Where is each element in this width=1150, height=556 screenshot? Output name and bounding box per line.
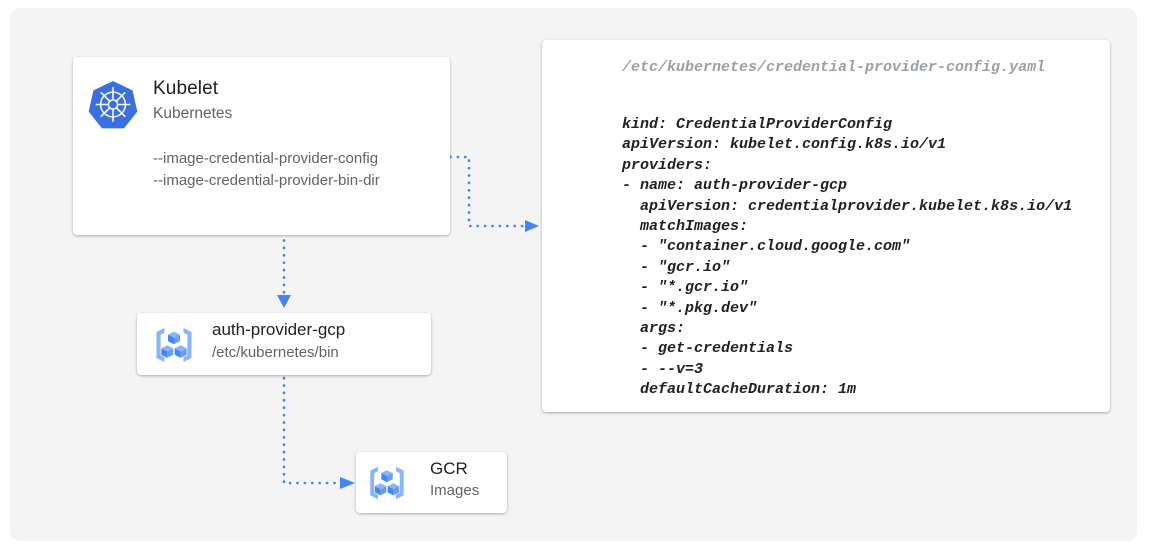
yaml-config-card[interactable]: /etc/kubernetes/credential-provider-conf… xyxy=(542,40,1110,412)
gcr-card[interactable]: GCR Images xyxy=(356,452,507,513)
yaml-file-path: /etc/kubernetes/credential-provider-conf… xyxy=(622,59,1046,76)
kubelet-card[interactable]: Kubelet Kubernetes --image-credential-pr… xyxy=(73,57,450,235)
kubelet-subtitle: Kubernetes xyxy=(153,105,233,122)
container-registry-icon xyxy=(366,462,408,504)
auth-provider-subtitle: /etc/kubernetes/bin xyxy=(212,344,339,361)
auth-provider-card[interactable]: auth-provider-gcp /etc/kubernetes/bin xyxy=(137,313,431,375)
container-registry-icon xyxy=(152,323,196,367)
gcr-title: GCR xyxy=(430,459,468,478)
kubelet-flag-bin-dir: --image-credential-provider-bin-dir xyxy=(153,172,380,189)
gcr-subtitle: Images xyxy=(430,482,480,499)
yaml-file-content: kind: CredentialProviderConfig apiVersio… xyxy=(622,116,1073,399)
kubelet-title: Kubelet xyxy=(153,78,219,99)
kubernetes-logo-icon xyxy=(88,79,138,129)
auth-provider-title: auth-provider-gcp xyxy=(212,320,346,339)
kubelet-flag-config: --image-credential-provider-config xyxy=(153,150,379,167)
